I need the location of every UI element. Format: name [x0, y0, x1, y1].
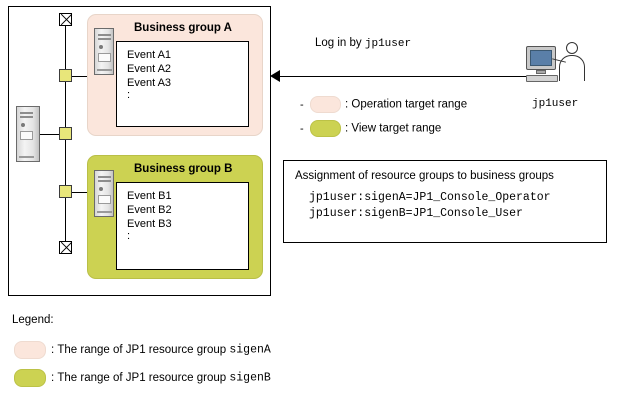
login-label-user: jp1user [364, 38, 412, 50]
legend-title: Legend: [12, 314, 54, 326]
business-group-b-event-list: Event B1 Event B2 Event B3 : [116, 182, 249, 270]
login-label: Log in by jp1user [315, 37, 411, 50]
legend-separator: : [51, 372, 58, 384]
login-arrow-head-icon [270, 70, 280, 82]
legend-swatch-sigenb [14, 369, 46, 387]
business-group-b-server-icon [94, 170, 114, 217]
inline-legend-item-view: -: View target range [300, 120, 441, 137]
network-hub-lower-icon [59, 185, 72, 198]
user-caption: jp1user [532, 98, 579, 110]
inline-legend-label: View target range [351, 122, 442, 135]
assignment-title: Assignment of resource groups to busines… [295, 170, 554, 182]
login-arrow-line [276, 76, 529, 78]
business-group-b-region: Business group B Event B1 Event B2 Event… [87, 155, 263, 279]
list-continuation: : [127, 230, 131, 242]
legend-label-code: sigenA [229, 343, 271, 357]
left-tower-link-line [40, 134, 66, 136]
inline-legend-label: Operation target range [351, 98, 468, 111]
network-node-top-icon [59, 13, 72, 26]
assignment-box: Assignment of resource groups to busines… [283, 160, 607, 243]
legend-label: The range of JP1 resource group [57, 372, 230, 384]
inline-legend-separator: : [345, 122, 352, 135]
person-body-icon [559, 55, 585, 81]
inline-legend-dash: - [300, 122, 304, 135]
inline-legend-dash: - [300, 98, 304, 111]
assignment-line: jp1user:sigenA=JP1_Console_Operator [309, 191, 551, 204]
manager-server-icon [16, 106, 40, 162]
legend-item-sigena: : The range of JP1 resource group sigenA [14, 341, 271, 359]
legend-swatch-sigena [14, 341, 46, 359]
list-item: Event B2 [127, 204, 172, 216]
group-a-link-line [72, 76, 94, 78]
list-item: Event A3 [127, 77, 172, 89]
business-group-a-region: Business group A Event A1 Event A2 Event… [87, 14, 263, 136]
assignment-line: jp1user:sigenB=JP1_Console_User [309, 207, 523, 220]
list-item: Event A1 [127, 49, 172, 61]
keyboard-icon [526, 75, 558, 82]
business-group-a-server-icon [94, 28, 114, 75]
inline-legend-item-operation: -: Operation target range [300, 96, 467, 113]
list-item: Event B3 [127, 218, 172, 230]
monitor-icon [526, 46, 556, 70]
network-node-bottom-icon [59, 241, 72, 254]
business-group-a-title: Business group A [134, 22, 232, 34]
network-hub-upper-icon [59, 69, 72, 82]
business-group-b-title: Business group B [134, 163, 233, 175]
legend-item-sigenb: : The range of JP1 resource group sigenB [14, 369, 271, 387]
legend-label: The range of JP1 resource group [57, 344, 230, 356]
person-head-icon [566, 42, 578, 54]
group-b-link-line [72, 192, 94, 194]
inline-legend-separator: : [345, 98, 352, 111]
list-continuation: : [127, 89, 131, 101]
legend-label-code: sigenB [229, 371, 271, 385]
network-hub-middle-icon [59, 127, 72, 140]
list-item: Event B1 [127, 190, 172, 202]
list-item: Event A2 [127, 63, 172, 75]
operation-range-swatch [310, 96, 341, 113]
business-group-a-event-list: Event A1 Event A2 Event A3 : [116, 41, 249, 127]
user-workstation-icon [526, 40, 598, 92]
view-range-swatch [310, 120, 341, 137]
legend-separator: : [51, 344, 58, 356]
login-label-prefix: Log in by [315, 37, 365, 49]
